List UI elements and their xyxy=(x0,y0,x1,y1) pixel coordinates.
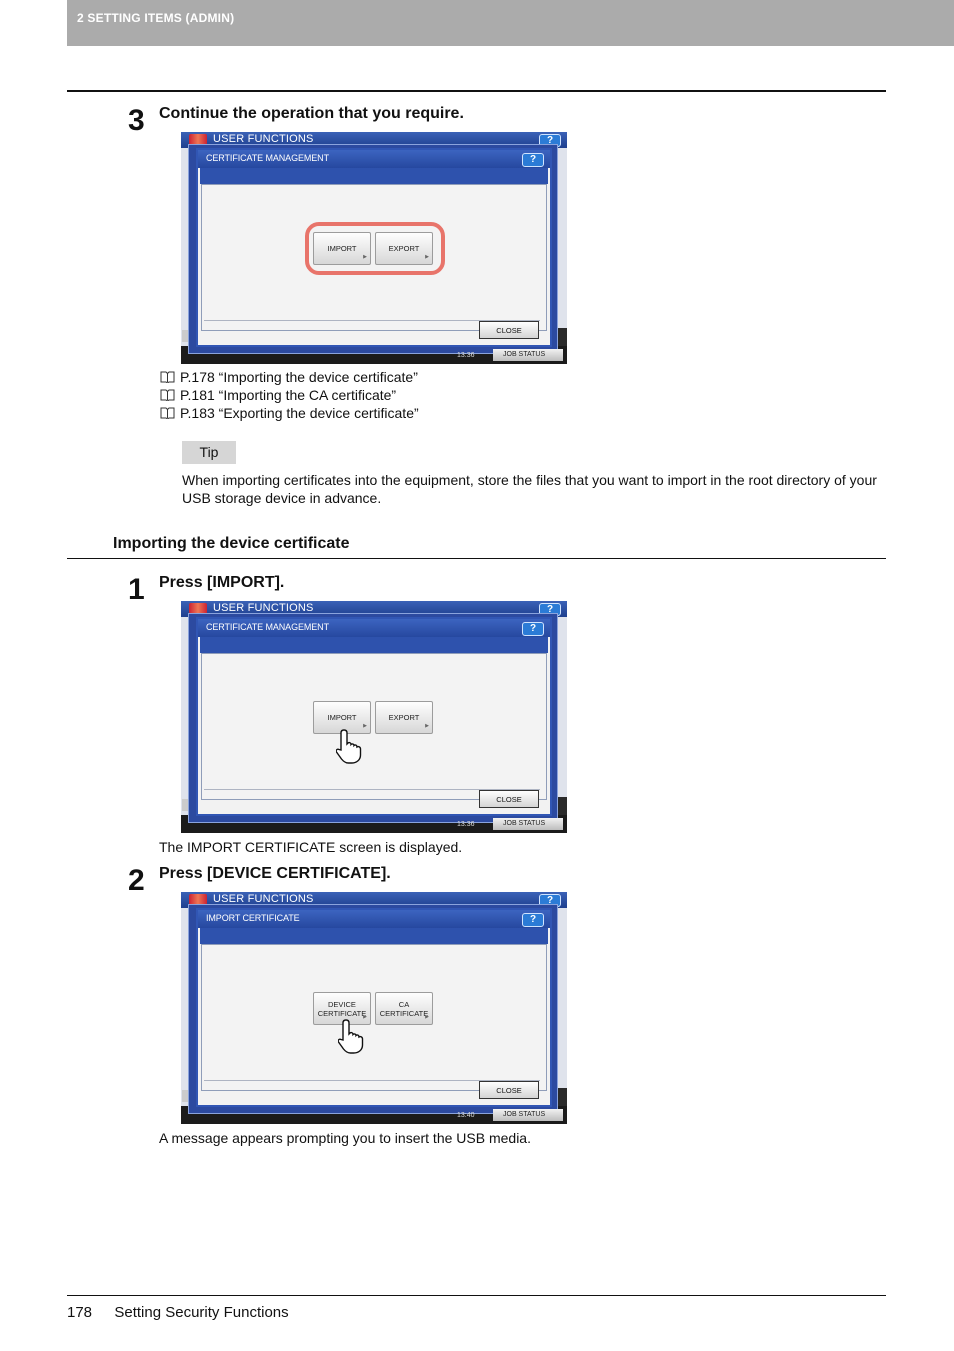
user-functions-icon xyxy=(189,134,207,145)
dialog-title: CERTIFICATE MANAGEMENT xyxy=(206,153,329,163)
top-rule xyxy=(67,90,886,92)
import-button-label: IMPORT xyxy=(327,244,357,253)
app-title: USER FUNCTIONS xyxy=(213,133,314,145)
dialog-band xyxy=(200,928,548,944)
job-status-button[interactable]: JOB STATUS xyxy=(493,1109,563,1121)
ca-certificate-label: CA CERTIFICATE xyxy=(379,999,429,1018)
export-button[interactable]: EXPORT ▶ xyxy=(375,701,433,734)
screenshot-certificate-management: USER FUNCTIONS ? CERTIFICATE MANAGEMENT … xyxy=(181,601,567,833)
close-button[interactable]: CLOSE xyxy=(479,1081,539,1099)
clock: 13:40 xyxy=(457,1112,475,1119)
book-icon xyxy=(160,389,175,401)
clock: 13:36 xyxy=(457,821,475,828)
reference-text: P.183 “Exporting the device certificate” xyxy=(180,405,419,421)
dialog: CERTIFICATE MANAGEMENT ? xyxy=(196,148,552,347)
help-button[interactable]: ? xyxy=(539,603,561,616)
dialog-header: IMPORT CERTIFICATE ? xyxy=(198,910,550,928)
pointing-hand-icon xyxy=(338,1019,364,1054)
close-button[interactable]: CLOSE xyxy=(479,790,539,808)
side-tab xyxy=(182,799,188,811)
close-button[interactable]: CLOSE xyxy=(479,321,539,339)
dialog-body xyxy=(201,653,547,800)
import-button[interactable]: IMPORT ▶ xyxy=(313,232,371,265)
step-number: 3 xyxy=(128,104,145,137)
side-panel-left xyxy=(181,617,191,817)
highlight-ring xyxy=(305,222,445,275)
dialog-separator xyxy=(204,320,540,321)
footer-title: Setting Security Functions xyxy=(114,1304,289,1321)
step-number: 1 xyxy=(128,573,145,606)
section-title: Importing the device certificate xyxy=(113,535,350,552)
book-icon xyxy=(160,407,175,419)
section-rule xyxy=(67,558,886,559)
side-panel-right xyxy=(557,617,567,797)
dialog-help-button[interactable]: ? xyxy=(522,622,544,636)
side-panel-left xyxy=(181,908,191,1108)
arrow-icon: ▶ xyxy=(363,254,367,260)
side-tab xyxy=(182,1090,188,1102)
tip-label: Tip xyxy=(182,441,236,464)
dialog: IMPORT CERTIFICATE ? xyxy=(196,908,552,1107)
side-panel-right xyxy=(557,148,567,328)
arrow-icon: ▶ xyxy=(425,254,429,260)
clock: 13:36 xyxy=(457,352,475,359)
step-title: Press [DEVICE CERTIFICATE]. xyxy=(159,865,391,882)
screenshot-import-certificate: USER FUNCTIONS ? IMPORT CERTIFICATE ? DE… xyxy=(181,892,567,1124)
chapter-label: 2 SETTING ITEMS (ADMIN) xyxy=(77,11,235,25)
user-functions-icon xyxy=(189,603,207,614)
tip-text: When importing certificates into the equ… xyxy=(182,472,877,506)
chapter-header: 2 SETTING ITEMS (ADMIN) xyxy=(67,0,954,46)
step-number: 2 xyxy=(128,864,145,897)
step-title: Press [IMPORT]. xyxy=(159,574,285,591)
dialog-help-button[interactable]: ? xyxy=(522,153,544,167)
arrow-icon: ▶ xyxy=(363,1014,367,1020)
side-panel-right xyxy=(557,908,567,1088)
export-button-label: EXPORT xyxy=(388,713,420,722)
reference-text: P.178 “Importing the device certificate” xyxy=(180,369,418,385)
dialog-header: CERTIFICATE MANAGEMENT ? xyxy=(198,619,550,637)
dialog: CERTIFICATE MANAGEMENT ? xyxy=(196,617,552,816)
dialog-separator xyxy=(204,1080,540,1081)
arrow-icon: ▶ xyxy=(425,723,429,729)
dialog-separator xyxy=(204,789,540,790)
dialog-band xyxy=(200,637,548,653)
dialog-body xyxy=(201,944,547,1091)
dialog-title: IMPORT CERTIFICATE xyxy=(206,913,300,923)
dialog-band xyxy=(200,168,548,184)
screenshot-certificate-management: USER FUNCTIONS ? CERTIFICATE MANAGEMENT … xyxy=(181,132,567,364)
arrow-icon: ▶ xyxy=(425,1014,429,1020)
device-certificate-label: DEVICE CERTIFICATE xyxy=(317,999,367,1018)
ca-certificate-button[interactable]: CA CERTIFICATE▶ xyxy=(375,992,433,1025)
footer-rule xyxy=(67,1295,886,1296)
dialog-help-button[interactable]: ? xyxy=(522,913,544,927)
pointing-hand-icon xyxy=(336,729,362,764)
dialog-header: CERTIFICATE MANAGEMENT ? xyxy=(198,150,550,168)
export-button[interactable]: EXPORT ▶ xyxy=(375,232,433,265)
user-functions-icon xyxy=(189,894,207,905)
step-result: A message appears prompting you to inser… xyxy=(159,1130,531,1146)
reference-link[interactable]: P.181 “Importing the CA certificate” xyxy=(160,386,396,404)
step-result: The IMPORT CERTIFICATE screen is display… xyxy=(159,839,463,855)
reference-link[interactable]: P.183 “Exporting the device certificate” xyxy=(160,404,419,422)
app-title: USER FUNCTIONS xyxy=(213,893,314,905)
arrow-icon: ▶ xyxy=(363,723,367,729)
app-title: USER FUNCTIONS xyxy=(213,602,314,614)
job-status-button[interactable]: JOB STATUS xyxy=(493,818,563,830)
import-button-label: IMPORT xyxy=(327,713,357,722)
step-title: Continue the operation that you require. xyxy=(159,105,464,122)
reference-text: P.181 “Importing the CA certificate” xyxy=(180,387,397,403)
reference-link[interactable]: P.178 “Importing the device certificate” xyxy=(160,368,418,386)
job-status-button[interactable]: JOB STATUS xyxy=(493,349,563,361)
side-panel-left xyxy=(181,148,191,348)
side-tab xyxy=(182,330,188,342)
export-button-label: EXPORT xyxy=(388,244,420,253)
dialog-body xyxy=(201,184,547,331)
dialog-title: CERTIFICATE MANAGEMENT xyxy=(206,622,329,632)
page-number: 178 xyxy=(67,1304,93,1321)
page-footer: 178 Setting Security Functions xyxy=(67,1304,289,1321)
book-icon xyxy=(160,371,175,383)
device-certificate-button[interactable]: DEVICE CERTIFICATE▶ xyxy=(313,992,371,1025)
